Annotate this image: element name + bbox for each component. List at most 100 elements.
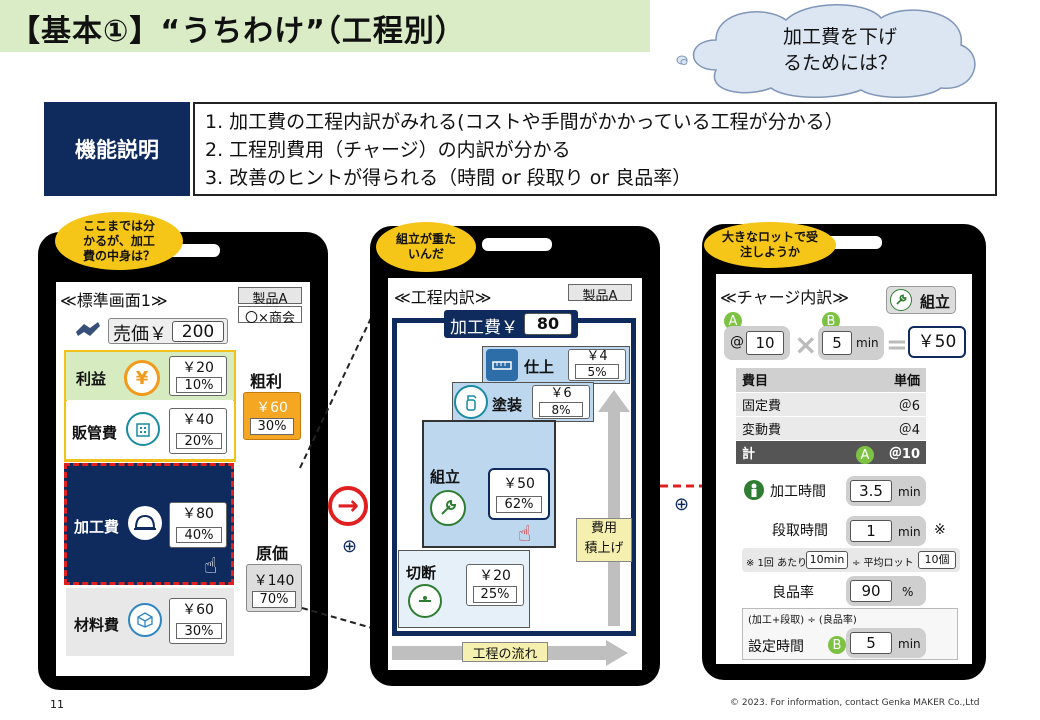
yield-unit: %	[902, 585, 914, 599]
table-cell: ＠6	[838, 392, 926, 417]
amount: ￥20	[479, 568, 511, 584]
gross-profit-group	[64, 350, 236, 462]
row-material-label: 材料費	[74, 616, 120, 634]
amount: ￥6	[550, 386, 572, 401]
helmet-icon	[128, 506, 162, 540]
row-material-pct: 30%	[176, 623, 222, 639]
setup-time-unit: min	[898, 525, 921, 539]
stack-line: 積上げ	[584, 541, 624, 556]
setup-note-div: ÷ 平均ロット	[852, 558, 914, 569]
badge-a: A	[724, 312, 742, 330]
process-button-label: 組立	[920, 293, 951, 311]
zoom-icon[interactable]: ⊕	[342, 536, 358, 557]
speech-bubble-3: 大きなロットで受注しようか	[704, 222, 836, 268]
screen-header: ≪標準画面1≫	[60, 291, 168, 310]
step-painting-label: 塗装	[492, 396, 523, 414]
person-icon	[744, 480, 764, 500]
bubble3-line: 大きなロットで受	[721, 230, 818, 244]
yen-icon: ¥	[124, 360, 160, 396]
rate-prefix: @	[730, 334, 744, 350]
speech-bubble-2: 組立が重たいんだ	[376, 222, 476, 272]
screen-header: ≪工程内訳≫	[394, 288, 492, 307]
function-list: 1. 加工費の工程内訳がみれる(コストや手間がかかっている工程が分かる） 2. …	[193, 102, 997, 196]
screen-header: ≪チャージ内訳≫	[720, 288, 850, 307]
yield-value[interactable]: 90	[850, 580, 892, 602]
setup-time-label: 段取時間	[772, 523, 828, 539]
step-finishing-pct: 5%	[575, 364, 619, 379]
wrench-icon	[430, 490, 466, 526]
cost-stack-label: 費用 積上げ	[576, 518, 632, 562]
table-cell: ＠4	[838, 416, 926, 441]
setup-note-min[interactable]: 10min	[806, 551, 848, 569]
gross-profit-pct: 30%	[250, 418, 294, 435]
cloud-text: 加工費を下げ るためには？	[740, 24, 940, 76]
proc-time-value[interactable]: 3.5	[850, 480, 892, 502]
row-profit-pct: 10%	[176, 377, 222, 393]
table-head: 単価	[838, 368, 926, 393]
proc-time-unit: min	[898, 485, 921, 499]
row-sga-label: 販管費	[72, 424, 118, 442]
bubble3-line: 注しようか	[739, 245, 800, 259]
table-row: 変動費 ＠4	[736, 416, 926, 441]
step-cutting-pct: 25%	[473, 586, 517, 603]
function-label: 機能説明	[44, 102, 190, 196]
customer-tag[interactable]: 〇×商会	[238, 306, 302, 326]
cloud-line1: 加工費を下げ	[782, 26, 897, 48]
price-value[interactable]: 200	[172, 321, 224, 342]
gross-profit-amount: ￥60	[256, 400, 288, 416]
thought-cloud	[676, 4, 976, 98]
amount: ￥4	[586, 349, 608, 364]
function-item-3: 3. 改善のヒントが得られる（時間 or 段取り or 良品率）	[205, 167, 692, 189]
step-finishing-label: 仕上	[524, 358, 555, 376]
setup-note-prefix: ※ 1回 あたり	[746, 558, 808, 569]
process-flow-label: 工程の流れ	[462, 642, 548, 662]
zoom-icon[interactable]: ⊕	[674, 494, 690, 515]
equals-icon: =	[886, 330, 908, 360]
next-arrow-icon[interactable]: →	[328, 486, 368, 526]
handshake-icon	[76, 322, 100, 336]
setup-time-value[interactable]: 1	[850, 520, 892, 542]
multiply-icon: ×	[794, 328, 818, 361]
page-number: 11	[50, 698, 64, 711]
amount: ￥40	[182, 412, 214, 428]
step-assembly-pct: 62%	[496, 496, 542, 513]
set-time-unit: min	[898, 637, 921, 651]
time-value[interactable]: 5	[822, 331, 852, 355]
amount: ￥50	[503, 476, 535, 492]
table-cell: ＠10	[838, 440, 926, 465]
set-time-value[interactable]: 5	[850, 632, 892, 654]
bubble1-line: 費の中身は？	[82, 248, 155, 263]
stack-line: 費用	[590, 521, 617, 536]
function-item-2: 2. 工程別費用（チャージ）の内訳が分かる	[205, 139, 571, 161]
step-painting-pct: 8%	[539, 402, 583, 417]
pointer-hand-icon: ☝	[204, 554, 218, 579]
yield-label: 良品率	[772, 585, 814, 601]
setup-note-lot[interactable]: 10個	[918, 551, 956, 569]
amount: ￥20	[182, 360, 214, 376]
badge-b: B	[822, 312, 840, 330]
table-row: 固定費 ＠6	[736, 392, 926, 417]
function-item-1: 1. 加工費の工程内訳がみれる(コストや手間がかかっている工程が分かる）	[205, 111, 844, 133]
building-icon	[126, 412, 160, 446]
cost-label: 原価	[256, 544, 289, 563]
amount: ￥80	[182, 506, 214, 522]
rate-value[interactable]: 10	[746, 331, 784, 355]
row-profit-label: 利益	[76, 370, 107, 388]
gross-profit-label: 粗利	[250, 372, 283, 391]
product-tag[interactable]: 製品A	[238, 287, 302, 307]
table-head: 費目	[736, 368, 839, 393]
spray-bottle-icon	[454, 385, 488, 419]
bubble2-line: いんだ	[407, 247, 444, 261]
charge-result: ￥50	[908, 326, 966, 358]
product-tag[interactable]: 製品A	[568, 284, 632, 304]
badge-a: A	[856, 446, 874, 464]
wrench-icon	[890, 289, 912, 311]
copyright: © 2023. For information, contact Genka M…	[730, 698, 980, 708]
row-sga-pct: 20%	[176, 433, 222, 449]
processing-total-value[interactable]: 80	[524, 313, 572, 335]
row-processing-label: 加工費	[74, 518, 120, 536]
phone-notch	[482, 238, 552, 251]
ruler-icon	[486, 349, 518, 381]
page-title: 【基本①】“うちわけ”（工程別）	[10, 14, 466, 49]
proc-time-label: 加工時間	[770, 484, 826, 500]
